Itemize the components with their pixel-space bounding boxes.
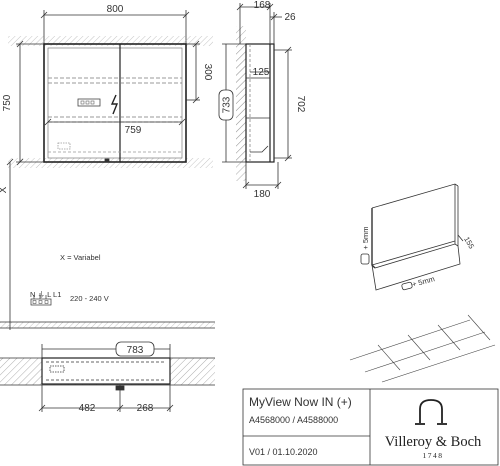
front-shelf-label: 300 <box>202 64 213 81</box>
article-numbers: A4568000 / A4588000 <box>249 415 338 425</box>
isometric-niche <box>360 183 464 291</box>
plan-right-label: 268 <box>137 403 154 414</box>
brand-year: 1748 <box>423 451 444 460</box>
wiring-diagram <box>30 293 52 306</box>
plan-section <box>0 321 215 412</box>
voltage-label: 220 - 240 V <box>70 294 109 303</box>
title-block <box>242 388 499 466</box>
iso-bottom-gap-label: + 5mm <box>411 274 436 289</box>
side-offset-label: 26 <box>284 12 296 23</box>
side-box-height-label: 733 <box>222 96 233 113</box>
wiring-label: N ⏚ L L1 <box>30 290 61 299</box>
side-section <box>222 3 292 189</box>
side-depth-bottom-label: 180 <box>254 189 271 200</box>
front-view <box>6 10 213 330</box>
brand-logo-icon <box>415 399 447 425</box>
brand-name: Villeroy & Boch <box>385 434 482 450</box>
power-icon <box>110 94 119 115</box>
plan-width-label: 783 <box>127 345 144 356</box>
side-inner-height-label: 702 <box>295 96 306 113</box>
iso-side-gap-label: + 5mm <box>361 226 370 249</box>
side-depth-top-label: 168 <box>254 0 271 11</box>
variable-note: X = Variabel <box>60 253 101 262</box>
depth-box-marker <box>218 89 234 121</box>
front-height-label: 750 <box>2 94 13 111</box>
variable-mark: X <box>0 186 9 193</box>
product-name: MyView Now IN (+) <box>249 395 352 409</box>
side-shelf-label: 125 <box>253 67 270 78</box>
version-label: V01 / 01.10.2020 <box>249 447 318 457</box>
floor-tiles <box>349 314 496 383</box>
plan-left-label: 482 <box>79 403 96 414</box>
front-width-label: 800 <box>107 4 124 15</box>
iso-depth-label: 155 <box>462 235 476 250</box>
front-inner-width-label: 759 <box>125 125 142 136</box>
plan-width-box <box>115 341 155 357</box>
